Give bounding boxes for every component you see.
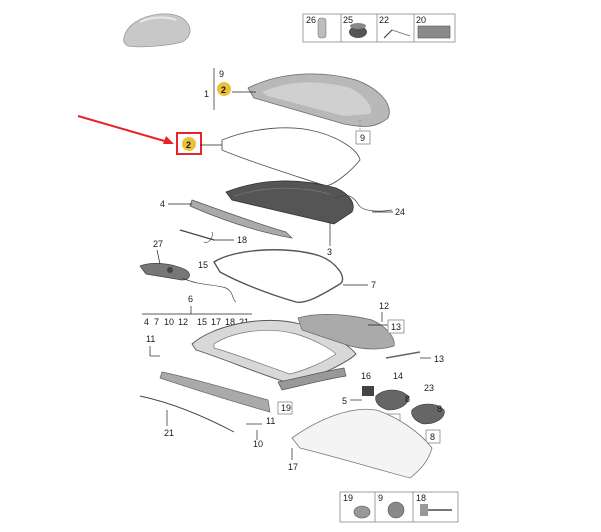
part-cable-18 [179,229,215,243]
part-motor-23 [411,403,445,425]
part-panel-12 [297,314,395,350]
grease-jar-icon [349,26,367,38]
label-18: 18 [237,235,247,245]
label-10: 10 [253,439,263,449]
kit-case-icon [417,25,451,39]
row-label-15: 15 [197,317,207,327]
kit-number-20: 20 [416,15,426,25]
badge-2-top-label: 2 [221,85,226,95]
part-motor-27 [139,263,237,303]
kit-number-25: 25 [343,15,353,25]
label-9-top: 9 [219,69,224,79]
part-cable-21 [139,395,235,433]
label-19-box: 19 [281,403,291,413]
badge-2-highlight [182,137,196,151]
part-sunshade [225,180,354,225]
kit-box-bottom: 19 9 18 [339,491,459,523]
label-1: 1 [204,89,209,99]
row-label-17: 17 [211,317,221,327]
badge-2-top [217,82,231,96]
row-label-4: 4 [144,317,149,327]
part-motor-14 [375,389,409,411]
gear-washer-icon [387,501,405,519]
label-9-box: 9 [360,133,365,143]
row-label-7: 7 [154,317,159,327]
kit-number-22: 22 [379,15,389,25]
part-clip-16 [362,386,374,396]
car-thumbnail [123,13,191,48]
part-seal-7 [213,249,344,303]
highlight-frame [176,132,202,155]
kit-number-26: 26 [306,15,316,25]
row-labels: 4 7 10 12 15 17 18 21 [144,317,249,327]
kit-number-9: 9 [378,493,383,503]
label-3: 3 [327,247,332,257]
label-4: 4 [160,199,165,209]
label-21: 21 [164,428,174,438]
part-glass-panel-top [247,73,390,127]
part-rail-19 [277,367,347,391]
label-17: 17 [288,462,298,472]
label-12: 12 [379,301,389,311]
part-rail-4 [189,199,294,239]
label-13: 13 [434,354,444,364]
row-label-18: 18 [225,317,235,327]
highlight-arrow [77,115,174,144]
label-14: 14 [393,371,403,381]
label-8-a: 8 [405,394,410,404]
row-label-10: 10 [164,317,174,327]
label-5: 5 [342,396,347,406]
row-label-21: 21 [239,317,249,327]
label-16: 16 [361,371,371,381]
tool-icon [383,29,411,39]
part-headliner-17 [291,408,433,479]
label-8-box-b: 8 [430,432,435,442]
label-24: 24 [395,207,405,217]
kit-number-18: 18 [416,493,426,503]
screw-icon [420,504,452,516]
kit-number-19: 19 [343,493,353,503]
label-13-box: 13 [391,322,401,332]
nut-icon [353,505,371,519]
row-label-12: 12 [178,317,188,327]
label-7: 7 [371,280,376,290]
label-8-b: 8 [437,404,442,414]
part-glass-seal [221,127,361,187]
badge-2-highlight-label: 2 [186,140,191,150]
cleaner-bottle-icon [317,17,327,39]
label-11-top: 11 [146,334,155,344]
label-6: 6 [188,294,193,304]
label-15: 15 [198,260,208,270]
part-frame-6 [191,319,357,385]
label-27: 27 [153,239,163,249]
kit-box-top: 26 25 22 20 [302,13,456,43]
part-panel-10 [159,371,271,413]
part-strip-13 [385,351,421,359]
label-23: 23 [424,383,434,393]
label-11-bottom: 11 [266,416,275,426]
